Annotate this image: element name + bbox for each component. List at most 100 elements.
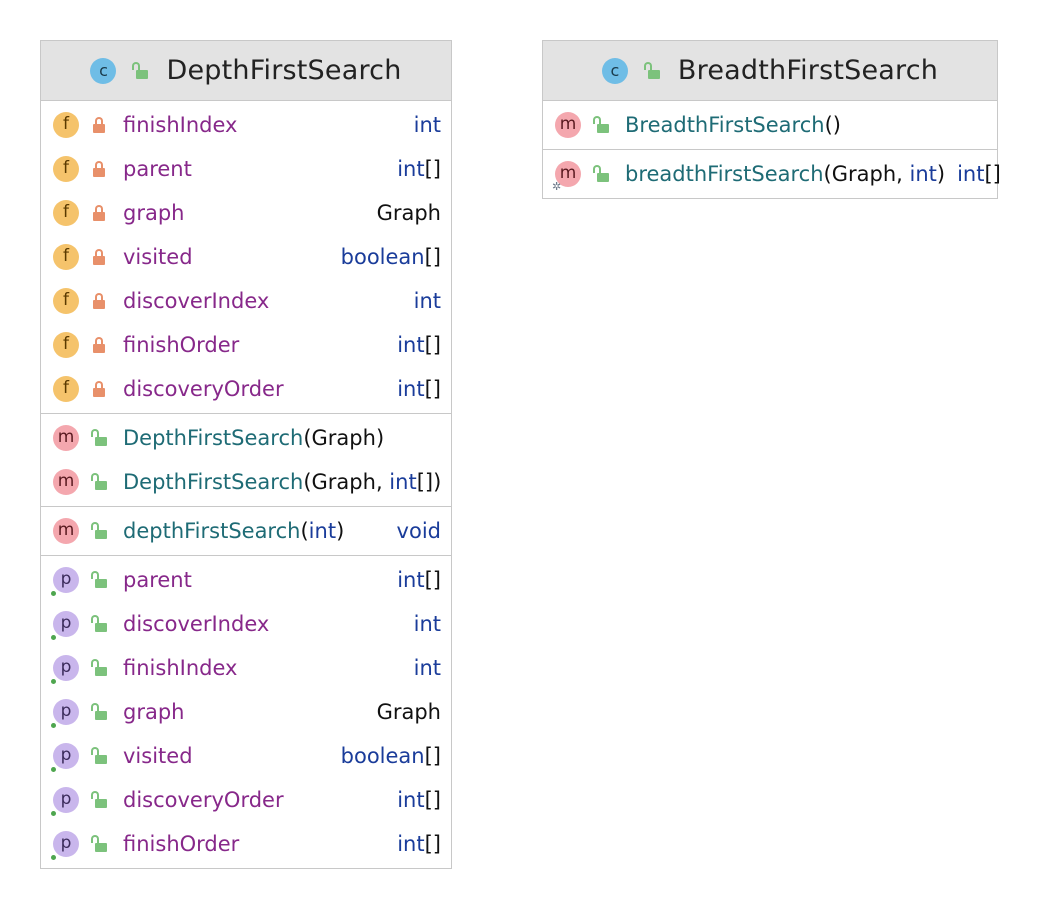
property-icon: p: [51, 567, 79, 596]
property-name: parent: [123, 568, 192, 592]
class-name: DepthFirstSearch: [166, 55, 402, 86]
property-type: int[]: [397, 832, 441, 856]
field-row: f visited boolean[]: [41, 235, 451, 279]
private-lock-icon: [93, 205, 107, 221]
method-signature: depthFirstSearch(int): [123, 519, 345, 543]
field-type: Graph: [376, 201, 441, 225]
method-icon: m: [53, 518, 79, 544]
property-icon: p: [51, 787, 79, 816]
field-row: f discoveryOrder int[]: [41, 367, 451, 411]
property-row: p finishOrder int[]: [41, 822, 451, 866]
public-lock-icon: [91, 615, 107, 632]
property-name: finishOrder: [123, 832, 240, 856]
field-type: int[]: [397, 157, 441, 181]
property-type: int: [413, 656, 441, 680]
field-name: finishIndex: [123, 113, 238, 137]
private-lock-icon: [93, 337, 107, 353]
fields-section: f finishIndex int f parent int[] f graph…: [41, 101, 451, 414]
public-lock-icon: [91, 473, 107, 490]
methods-section: m depthFirstSearch(int) void: [41, 507, 451, 556]
private-lock-icon: [93, 381, 107, 397]
property-type: int: [413, 612, 441, 636]
static-method-icon: m✲: [552, 161, 581, 192]
class-icon: c: [601, 57, 628, 84]
field-name: graph: [123, 201, 185, 225]
property-type: int[]: [397, 568, 441, 592]
field-icon: f: [53, 156, 79, 182]
method-row: m depthFirstSearch(int) void: [41, 509, 451, 553]
method-row: m✲ breadthFirstSearch(Graph, int) int[]: [543, 152, 1001, 196]
property-icon: p: [51, 611, 79, 640]
private-lock-icon: [93, 249, 107, 265]
property-name: finishIndex: [123, 656, 238, 680]
property-icon: p: [51, 831, 79, 860]
property-name: discoveryOrder: [123, 788, 284, 812]
field-row: f parent int[]: [41, 147, 451, 191]
private-lock-icon: [93, 293, 107, 309]
constructor-signature: BreadthFirstSearch(): [625, 113, 841, 137]
field-type: int: [413, 289, 441, 313]
field-row: f discoverIndex int: [41, 279, 451, 323]
public-lock-icon: [91, 522, 107, 539]
property-row: p parent int[]: [41, 558, 451, 602]
class-header: c DepthFirstSearch: [41, 41, 451, 101]
properties-section: p parent int[] p discoverIndex int p fin…: [41, 556, 451, 868]
public-lock-icon: [91, 835, 107, 852]
field-icon: f: [53, 376, 79, 402]
constructors-section: m BreadthFirstSearch(): [543, 101, 997, 150]
constructor-row: m BreadthFirstSearch(): [543, 103, 997, 147]
constructor-signature: DepthFirstSearch(Graph): [123, 426, 385, 450]
return-type: int[]: [957, 162, 1001, 186]
method-icon: m: [53, 425, 79, 451]
public-lock-icon: [91, 571, 107, 588]
property-row: p discoverIndex int: [41, 602, 451, 646]
class-box-breadth-first-search: c BreadthFirstSearch m BreadthFirstSearc…: [542, 40, 1001, 199]
field-row: f finishIndex int: [41, 103, 451, 147]
public-lock-icon: [91, 703, 107, 720]
property-type: Graph: [376, 700, 441, 724]
property-icon: p: [51, 655, 79, 684]
property-row: p graph Graph: [41, 690, 451, 734]
method-icon: m: [555, 112, 581, 138]
field-icon: f: [53, 112, 79, 138]
public-lock-icon: [593, 116, 609, 133]
property-name: graph: [123, 700, 185, 724]
field-icon: f: [53, 200, 79, 226]
static-gear-icon: ✲: [552, 180, 562, 193]
property-type: int[]: [397, 788, 441, 812]
constructor-row: m DepthFirstSearch(Graph, int[]): [41, 460, 451, 504]
public-lock-icon: [593, 165, 609, 182]
private-lock-icon: [93, 117, 107, 133]
method-signature: breadthFirstSearch(Graph, int): [625, 162, 946, 186]
field-name: discoveryOrder: [123, 377, 284, 401]
methods-section: m✲ breadthFirstSearch(Graph, int) int[]: [543, 150, 1001, 198]
property-name: discoverIndex: [123, 612, 270, 636]
public-lock-icon: [643, 61, 660, 79]
field-type: int[]: [397, 377, 441, 401]
property-icon: p: [51, 699, 79, 728]
class-header: c BreadthFirstSearch: [543, 41, 997, 101]
class-icon: c: [90, 57, 117, 84]
field-type: boolean[]: [340, 245, 441, 269]
method-icon: m: [53, 469, 79, 495]
property-row: p discoveryOrder int[]: [41, 778, 451, 822]
field-icon: f: [53, 332, 79, 358]
field-icon: f: [53, 288, 79, 314]
property-type: boolean[]: [340, 744, 441, 768]
public-lock-icon: [91, 747, 107, 764]
public-lock-icon: [91, 429, 107, 446]
property-icon: p: [51, 743, 79, 772]
field-name: discoverIndex: [123, 289, 270, 313]
return-type: void: [396, 519, 441, 543]
field-type: int: [413, 113, 441, 137]
class-name: BreadthFirstSearch: [677, 55, 939, 86]
field-name: visited: [123, 245, 193, 269]
private-lock-icon: [93, 161, 107, 177]
field-type: int[]: [397, 333, 441, 357]
field-name: finishOrder: [123, 333, 240, 357]
public-lock-icon: [132, 61, 149, 79]
constructor-row: m DepthFirstSearch(Graph): [41, 416, 451, 460]
public-lock-icon: [91, 659, 107, 676]
field-row: f finishOrder int[]: [41, 323, 451, 367]
constructor-signature: DepthFirstSearch(Graph, int[]): [123, 470, 442, 494]
